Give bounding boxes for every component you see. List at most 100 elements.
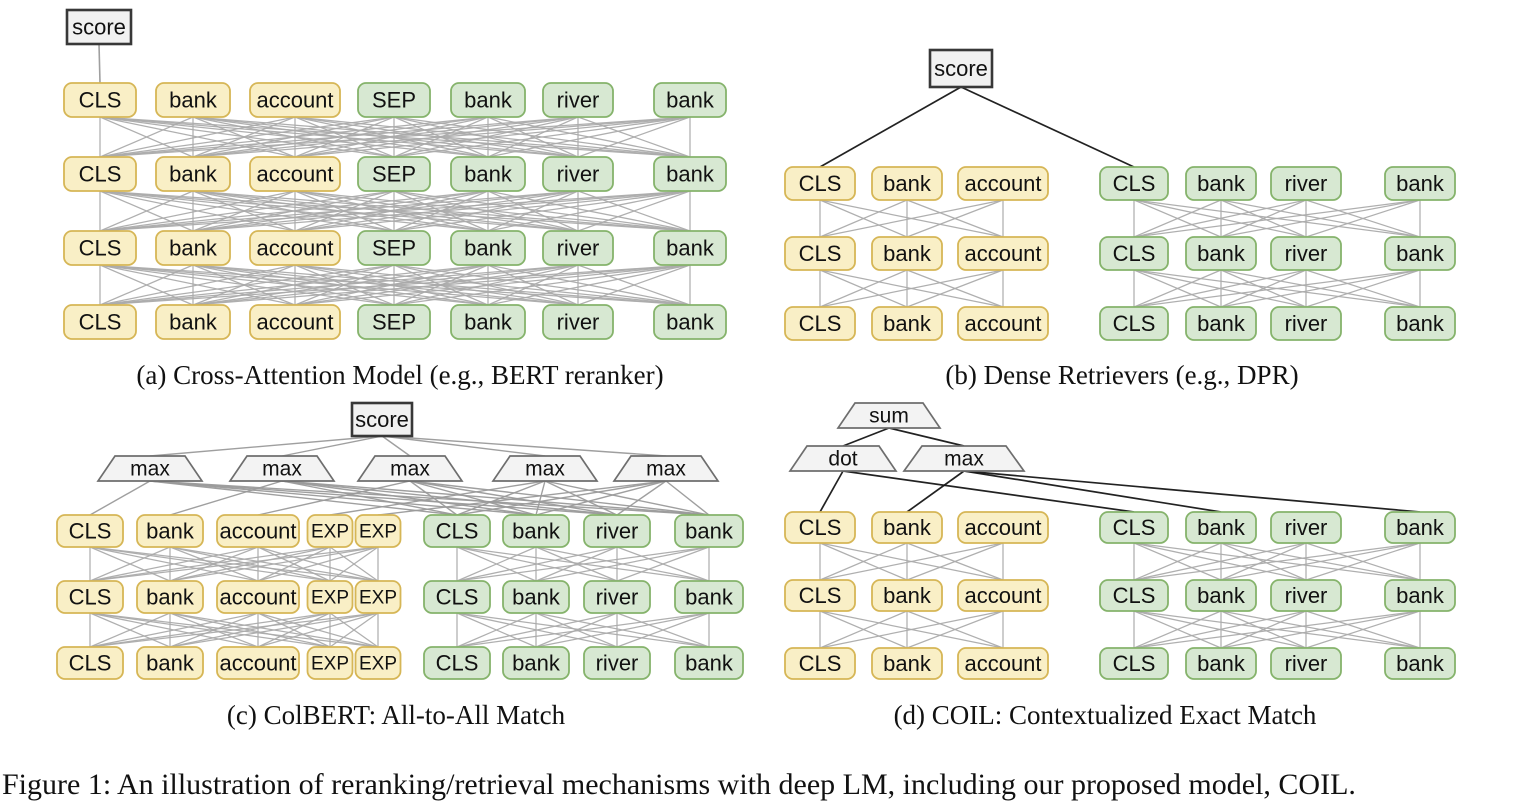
token-box <box>155 304 231 340</box>
token-label: EXP <box>311 653 349 674</box>
token-box <box>136 580 204 614</box>
max-to-doc-link <box>281 480 710 516</box>
token-label: bank <box>464 161 513 186</box>
token-box <box>249 82 341 118</box>
token-label: EXP <box>359 587 397 608</box>
attention-line <box>99 190 579 232</box>
token-label: account <box>964 241 1041 266</box>
attention-line <box>294 264 691 306</box>
token-box <box>450 82 526 118</box>
token-label: bank <box>1396 651 1445 676</box>
token-box <box>784 647 856 680</box>
attention-line <box>169 612 379 648</box>
attention-line <box>192 264 691 306</box>
token-box <box>653 230 727 266</box>
max-unit <box>356 455 464 482</box>
attention-line <box>456 612 618 648</box>
token-label: CLS <box>799 241 842 266</box>
token-label: account <box>219 584 296 609</box>
attention-line <box>1220 542 1307 581</box>
attention-line <box>1133 610 1307 649</box>
token-label: bank <box>883 583 932 608</box>
token-box <box>957 306 1049 341</box>
token-label: CLS <box>79 87 122 112</box>
attention-line <box>393 116 691 158</box>
attention-line <box>89 546 379 582</box>
caption-panel-b: (b) Dense Retrievers (e.g., DPR) <box>945 360 1299 390</box>
attention-line <box>192 190 691 232</box>
attention-line <box>1133 542 1307 581</box>
token-box <box>63 230 137 266</box>
max-unit-label: max <box>525 458 565 481</box>
token-box <box>871 166 943 201</box>
max-unit-label: max <box>646 458 686 481</box>
agg-to-query-link <box>819 470 844 513</box>
max-unit <box>228 455 336 482</box>
max-to-doc-link <box>149 480 710 516</box>
token-box <box>306 514 354 548</box>
agg-to-query-link <box>906 470 965 513</box>
token-box <box>583 580 651 614</box>
token-box <box>784 579 856 612</box>
attention-line <box>89 612 259 648</box>
token-label: bank <box>1197 651 1246 676</box>
token-label: bank <box>169 309 218 334</box>
sum-unit <box>836 402 942 429</box>
token-label: CLS <box>1113 311 1156 336</box>
attention-line <box>169 612 331 648</box>
max-to-doc-link <box>456 480 546 516</box>
dot-unit <box>788 445 898 472</box>
token-label: SEP <box>372 87 416 112</box>
attention-line <box>89 546 171 582</box>
token-box <box>450 156 526 192</box>
attention-line <box>99 264 194 306</box>
attention-line <box>1133 269 1421 308</box>
agg-to-doc-link <box>842 470 1135 513</box>
token-box <box>56 580 124 614</box>
token-label: SEP <box>372 235 416 260</box>
caption-panel-d: (d) COIL: Contextualized Exact Match <box>893 700 1317 730</box>
attention-line <box>487 116 691 158</box>
token-label: bank <box>666 309 715 334</box>
attention-line <box>906 199 1004 238</box>
token-box <box>1099 647 1169 680</box>
token-box <box>155 156 231 192</box>
token-label: bank <box>146 650 195 675</box>
token-label: CLS <box>79 309 122 334</box>
max-to-query-link <box>169 480 283 516</box>
token-label: CLS <box>436 584 479 609</box>
score-box <box>350 401 414 438</box>
token-label: bank <box>169 235 218 260</box>
attention-line <box>393 190 579 232</box>
token-box <box>423 514 491 548</box>
attention-line <box>192 116 579 158</box>
attention-line <box>99 116 395 158</box>
token-label: bank <box>1396 171 1445 196</box>
attention-line <box>456 612 710 648</box>
token-box <box>357 82 431 118</box>
attention-line <box>535 612 618 648</box>
token-box <box>249 156 341 192</box>
attention-line <box>169 546 379 582</box>
attention-line <box>535 546 618 582</box>
token-label: river <box>1285 515 1328 540</box>
attention-line <box>1133 199 1222 238</box>
token-box <box>1099 166 1169 201</box>
token-box <box>674 514 744 548</box>
max-to-doc-link <box>456 480 667 516</box>
token-box <box>1099 236 1169 271</box>
token-box <box>216 514 300 548</box>
max-to-query-link <box>377 480 667 516</box>
token-box <box>1384 579 1456 612</box>
token-label: bank <box>1396 515 1445 540</box>
token-box <box>357 230 431 266</box>
token-box <box>871 236 943 271</box>
max-to-doc-link <box>544 480 618 516</box>
token-box <box>423 580 491 614</box>
token-box <box>357 304 431 340</box>
token-box <box>136 646 204 680</box>
token-label: river <box>557 161 600 186</box>
attention-line <box>535 546 710 582</box>
max-to-query-link <box>257 480 411 516</box>
attention-line <box>89 546 331 582</box>
